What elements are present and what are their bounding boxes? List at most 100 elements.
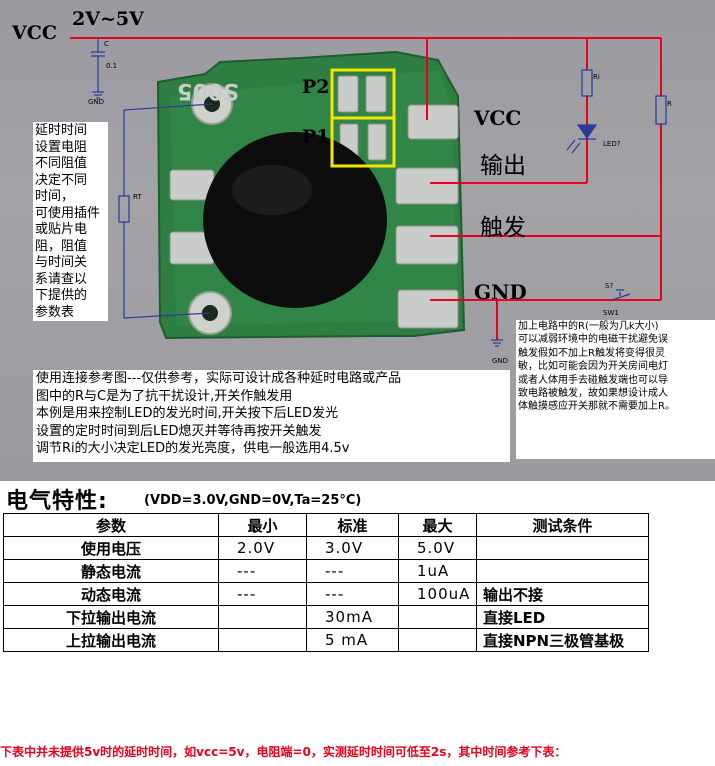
min-cell: --- [218, 559, 307, 583]
typ-cell: --- [306, 582, 399, 606]
r-resistor-symbol [655, 95, 667, 125]
note-line: 阻，阻值 [35, 238, 88, 254]
condition-cell: 输出不接 [476, 582, 649, 606]
specs-conditions: (VDD=3.0V,GND=0V,Ta=25°C) [144, 493, 362, 508]
timing-resistor-note: 延时时间 设置电阻 不同阻值 决定不同 时间， 可使用插件 或贴片电 阻，阻值 … [33, 122, 108, 321]
note-line: 致电路被触发，故如果想设计成人 [518, 388, 668, 400]
note-line: 本例是用来控制LED的发光时间,开关按下后LED发光 [36, 406, 339, 422]
table-row: 静态电流 --- --- 1uA [3, 559, 649, 583]
condition-cell [476, 559, 649, 583]
switch-symbol [611, 289, 631, 301]
rt-wiring [118, 103, 213, 319]
capacitor-symbol [91, 38, 105, 99]
typ-cell: 30mA [306, 605, 399, 629]
table-row: 下拉输出电流 30mA 直接LED [3, 605, 649, 629]
capacitor-label: C [104, 40, 109, 48]
typ-cell: --- [306, 559, 399, 583]
table-header-row: 参数 最小 标准 最大 测试条件 [3, 513, 649, 537]
note-line: 参数表 [35, 304, 75, 320]
note-line: 系请查以 [35, 271, 88, 287]
note-line: 与时间关 [35, 255, 88, 270]
red-wires [70, 37, 662, 340]
chip-marking: S005 [177, 78, 239, 103]
gnd-small-label-2: GND [492, 357, 509, 365]
pin-vcc-label: VCC [474, 106, 522, 130]
note-line: 体触摸感应开关那就不需要加上R。 [518, 401, 675, 413]
led-label: LED? [603, 140, 621, 148]
max-cell: 100uA [398, 582, 477, 606]
max-cell: 1uA [398, 559, 477, 583]
condition-cell: 直接LED [476, 605, 649, 629]
min-cell: 2.0V [218, 536, 307, 560]
led-symbol [566, 124, 598, 154]
note-line: 敏，比如可能会因为开关房间电灯 [518, 361, 668, 373]
pad-p2-label: P2 [302, 76, 330, 98]
header-cell: 测试条件 [476, 513, 649, 537]
pin-gnd-label: GND [474, 280, 527, 304]
pad-highlights [330, 68, 396, 168]
r-label: R [667, 100, 672, 108]
table-row: 动态电流 --- --- 100uA 输出不接 [3, 582, 649, 606]
vcc-label: VCC [12, 22, 57, 44]
header-cell: 最小 [218, 513, 307, 537]
note-line: 可以减弱环境中的电磁干扰避免误 [518, 334, 668, 346]
note-line: 图中的R与C是为了抗干扰设计,开关作触发用 [36, 388, 293, 404]
param-cell: 静态电流 [3, 559, 219, 583]
gnd-small-label: GND [88, 98, 105, 106]
specs-table: 参数 最小 标准 最大 测试条件 使用电压 2.0V 3.0V 5.0V 静态电… [3, 513, 649, 652]
note-line: 延时时间 [35, 123, 88, 138]
header-cell: 最大 [398, 513, 477, 537]
param-cell: 下拉输出电流 [3, 605, 219, 629]
schematic-drawing: S005 [70, 37, 667, 347]
param-cell: 动态电流 [3, 582, 219, 606]
switch-ref-label: SW1 [603, 309, 619, 317]
epoxy-blob [203, 132, 387, 308]
capacitor-value: 0.1 [106, 62, 118, 70]
ri-label: Ri [593, 73, 600, 81]
gnd-symbol-bottom [491, 339, 503, 347]
min-cell [218, 628, 307, 652]
min-cell [218, 605, 307, 629]
note-line: 使用连接参考图---仅供参考，实际可设计成各种延时电路或产品 [36, 371, 402, 386]
max-cell [398, 628, 477, 652]
rt-label: RT [133, 193, 142, 201]
max-cell: 5.0V [398, 536, 477, 560]
voltage-range-label: 2V~5V [72, 8, 144, 30]
condition-cell [476, 536, 649, 560]
note-line: 触发假如不加上R触发将变得很灵 [518, 347, 665, 359]
footer-note: 下表中并未提供5v时的延时时间，如vcc=5v，电阻端=0，实测延时时间可低至2… [0, 745, 567, 759]
table-row: 使用电压 2.0V 3.0V 5.0V [3, 536, 649, 560]
specs-title: 电气特性: [6, 489, 108, 514]
pin-output-label: 输出 [480, 153, 526, 179]
param-cell: 使用电压 [3, 536, 219, 560]
circuit-photo: S005 [0, 0, 715, 481]
ri-resistor-symbol [581, 69, 593, 97]
param-cell: 上拉输出电流 [3, 628, 219, 652]
interference-note: 加上电路中的R(一般为几k大小) 可以减弱环境中的电磁干扰避免误 触发假如不加上… [516, 320, 715, 459]
switch-label: S? [605, 282, 614, 290]
note-line: 决定不同 [35, 172, 88, 188]
typ-cell: 5 mA [306, 628, 399, 652]
note-line: 不同阻值 [35, 156, 88, 171]
min-cell: --- [218, 582, 307, 606]
note-line: 设置的定时时间到后LED熄灭并等待再按开关触发 [36, 423, 322, 439]
note-line: 时间， [35, 189, 75, 204]
pin-trigger-label: 触发 [480, 215, 526, 241]
header-cell: 标准 [306, 513, 399, 537]
note-line: 调节Ri的大小决定LED的发光亮度，供电一般选用4.5v [36, 441, 350, 457]
table-row: 上拉输出电流 5 mA 直接NPN三极管基极 [3, 628, 649, 652]
max-cell [398, 605, 477, 629]
note-line: 设置电阻 [35, 139, 88, 155]
typ-cell: 3.0V [306, 536, 399, 560]
header-cell: 参数 [3, 513, 219, 537]
note-line: 可使用插件 [35, 205, 101, 221]
usage-reference-note: 使用连接参考图---仅供参考，实际可设计成各种延时电路或产品 图中的R与C是为了… [33, 370, 510, 462]
left-pads [169, 169, 215, 265]
note-line: 或贴片电 [35, 222, 88, 237]
pad-p1-label: P1 [302, 126, 330, 148]
note-line: 加上电路中的R(一般为几k大小) [518, 321, 659, 332]
condition-cell: 直接NPN三极管基极 [476, 628, 649, 652]
note-line: 下提供的 [35, 288, 88, 303]
electrical-specs-section: 电气特性: (VDD=3.0V,GND=0V,Ta=25°C) 参数 最小 标准… [0, 481, 715, 681]
note-line: 或者人体用手去碰触发端也可以导 [518, 374, 668, 386]
